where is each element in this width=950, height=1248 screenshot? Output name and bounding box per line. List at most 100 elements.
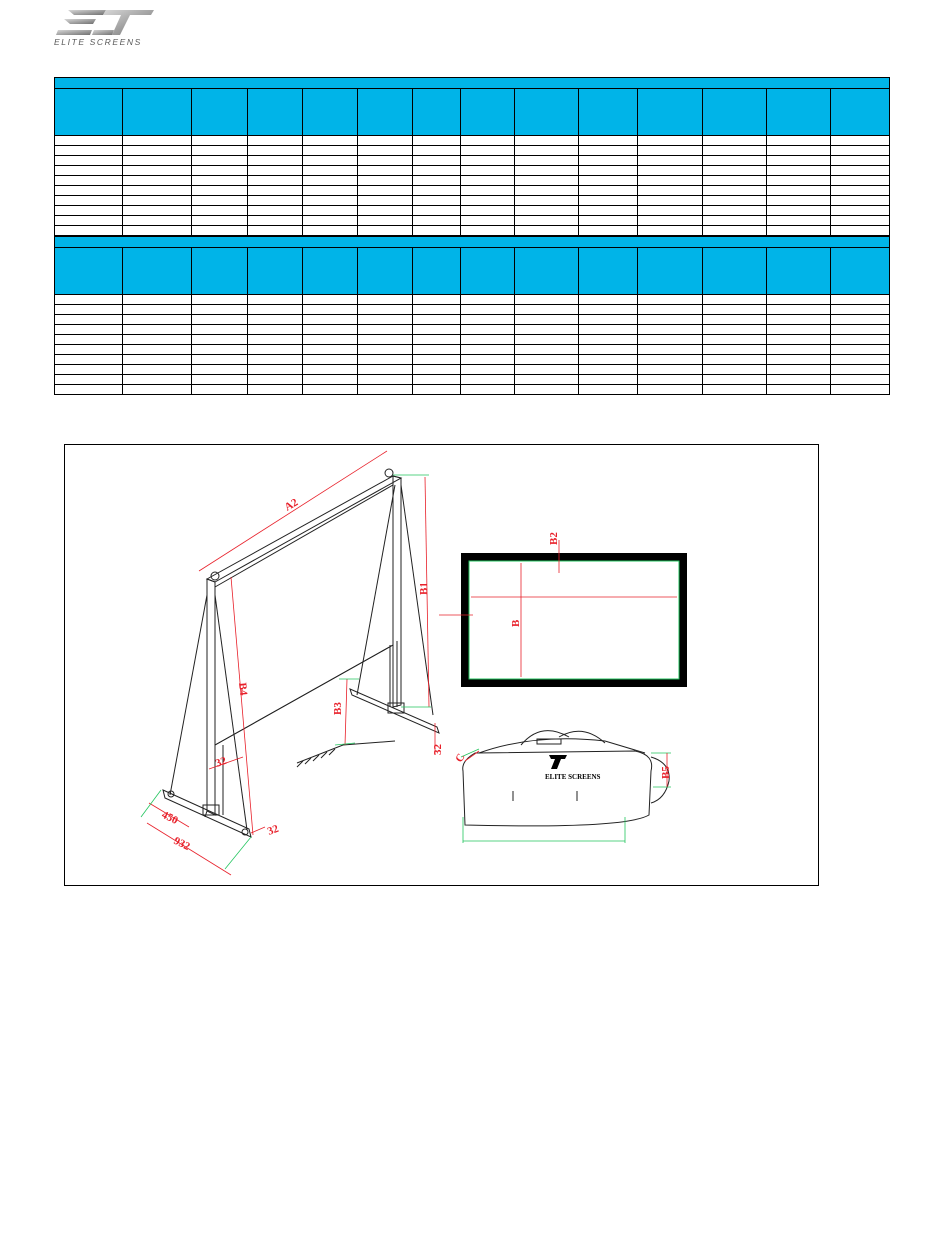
table-cell [357, 215, 413, 226]
table-cell [702, 344, 767, 355]
table-cell [191, 175, 248, 186]
table-cell [412, 165, 461, 176]
table-row [54, 334, 891, 345]
table-cell [302, 354, 358, 365]
table-cell [247, 344, 303, 355]
table-cell [766, 334, 831, 345]
table-cell [247, 304, 303, 315]
table-cell [702, 354, 767, 365]
table-cell [702, 334, 767, 345]
table-cell [302, 145, 358, 156]
table-cell [829, 314, 891, 325]
table-row [54, 294, 891, 305]
table-cell [357, 344, 413, 355]
table-cell [460, 304, 515, 315]
table-cell [412, 314, 461, 325]
table-cell [412, 334, 461, 345]
table-cell [637, 225, 703, 236]
table-cell [460, 205, 515, 216]
table-cell [637, 195, 703, 206]
table-cell [54, 225, 123, 236]
table-cell [514, 294, 579, 305]
table-cell [702, 205, 767, 216]
table-cell [578, 324, 638, 335]
table-cell [54, 175, 123, 186]
table-cell [122, 135, 192, 146]
table-cell [412, 354, 461, 365]
table-cell [302, 324, 358, 335]
table-cell [766, 145, 831, 156]
table-cell [829, 175, 891, 186]
table-cell [302, 215, 358, 226]
table-cell [766, 354, 831, 365]
table-cell [54, 135, 123, 146]
table-cell [514, 195, 579, 206]
table-cell [122, 225, 192, 236]
dim-label-450: 450 [160, 809, 181, 827]
table-cell [514, 225, 579, 236]
table-cell [357, 195, 413, 206]
table-cell [191, 354, 248, 365]
table-cell [191, 314, 248, 325]
table-row [54, 364, 891, 375]
table-cell [578, 354, 638, 365]
table-row [54, 155, 891, 166]
table-cell [514, 215, 579, 226]
table-cell [766, 294, 831, 305]
table-cell [191, 155, 248, 166]
table-cell [357, 155, 413, 166]
table-cell [460, 334, 515, 345]
table-cell [54, 334, 123, 345]
table-cell [122, 185, 192, 196]
table-cell [514, 145, 579, 156]
table-cell [578, 304, 638, 315]
table-cell [702, 155, 767, 166]
table-cell [578, 215, 638, 226]
table-cell [514, 205, 579, 216]
table-row [54, 324, 891, 335]
table-cell [637, 165, 703, 176]
table-cell [578, 384, 638, 395]
table-cell [54, 195, 123, 206]
table-header-row [54, 247, 891, 295]
table-cell [412, 374, 461, 385]
table-cell [357, 334, 413, 345]
table-cell [247, 215, 303, 226]
table-cell [702, 314, 767, 325]
table-cell [702, 165, 767, 176]
table-cell [54, 384, 123, 395]
dim-label-b5: B5 [660, 766, 672, 779]
table-cell [122, 294, 192, 305]
table-cell [829, 185, 891, 196]
table-cell [578, 155, 638, 166]
table-cell [412, 324, 461, 335]
table-row [54, 135, 891, 146]
table-cell [702, 364, 767, 375]
table-cell [637, 205, 703, 216]
table-cell [357, 185, 413, 196]
table-cell [122, 334, 192, 345]
dim-label-932: 932 [172, 835, 193, 853]
table-cell [578, 334, 638, 345]
table-cell [247, 205, 303, 216]
table-cell [829, 135, 891, 146]
table-cell [766, 135, 831, 146]
table-cell [122, 314, 192, 325]
table-row [54, 344, 891, 355]
table-cell [357, 175, 413, 186]
table-cell [460, 364, 515, 375]
table-cell [357, 364, 413, 375]
table-cell [122, 384, 192, 395]
dim-label-b: B [510, 619, 522, 627]
table-row [54, 304, 891, 315]
table-row [54, 215, 891, 226]
table-cell [578, 364, 638, 375]
table-cell [702, 225, 767, 236]
table-cell [514, 304, 579, 315]
table-cell [514, 374, 579, 385]
table-cell [578, 225, 638, 236]
bag-logo-icon [549, 755, 567, 769]
table-cell [637, 324, 703, 335]
table-cell [829, 304, 891, 315]
table-cell [766, 384, 831, 395]
